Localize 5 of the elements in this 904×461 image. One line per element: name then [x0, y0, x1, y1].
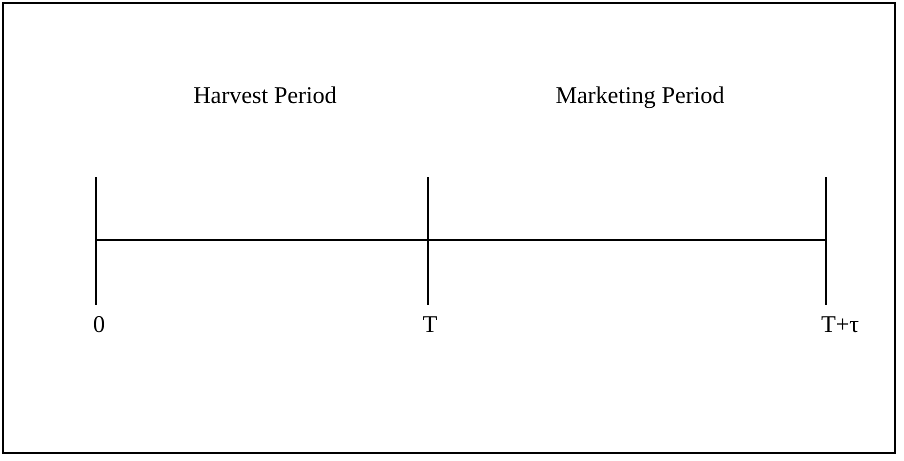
time-label: T+τ: [821, 312, 859, 339]
time-label: T: [422, 312, 438, 339]
period-label: Harvest Period: [193, 83, 337, 110]
time-label: 0: [93, 312, 105, 339]
period-label: Marketing Period: [556, 83, 724, 110]
